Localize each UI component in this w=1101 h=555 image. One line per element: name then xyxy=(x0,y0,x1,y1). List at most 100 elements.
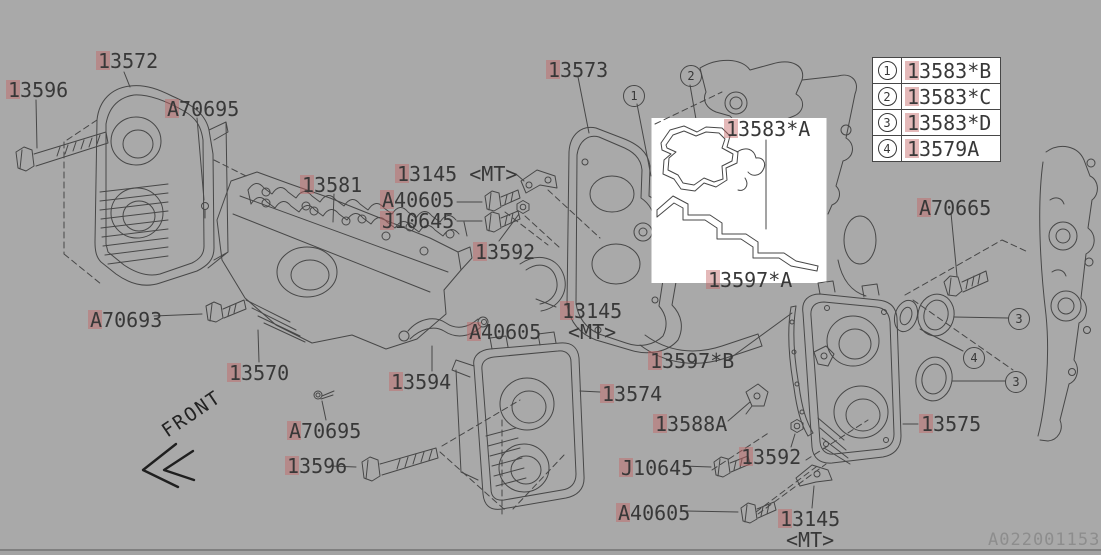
search-highlight xyxy=(706,270,720,289)
part-label[interactable]: 13575 xyxy=(919,414,981,434)
part-number-text: 13592 xyxy=(741,445,802,469)
part-label[interactable]: A40605 xyxy=(467,320,542,344)
legend-part-number: 13583*D xyxy=(907,110,992,135)
part-label[interactable]: 13596 xyxy=(285,456,347,476)
search-highlight xyxy=(473,242,487,261)
cover-13574-drawing xyxy=(451,257,601,510)
legend-part-number: 13579A xyxy=(907,136,980,161)
search-highlight xyxy=(96,51,110,70)
part-label-line2: <MT> xyxy=(568,320,617,344)
search-highlight xyxy=(300,175,314,194)
part-number-text: A40605 xyxy=(382,188,455,212)
part-label[interactable]: A70695 xyxy=(165,97,240,121)
drawing-number-watermark: A022001153 xyxy=(988,530,1101,550)
part-label[interactable]: J10645 xyxy=(380,211,454,231)
legend-callout-number: 4 xyxy=(877,139,897,158)
search-highlight xyxy=(389,372,403,391)
callout-number: 3 xyxy=(1008,308,1030,330)
part-label[interactable]: 13573 xyxy=(546,58,609,82)
part-label[interactable]: A40605 xyxy=(380,188,455,212)
part-label[interactable]: 13588A xyxy=(653,414,727,434)
search-highlight xyxy=(739,447,753,466)
part-number-text: A40605 xyxy=(469,320,542,344)
part-label[interactable]: 13583*A xyxy=(724,117,811,141)
part-label[interactable]: 13597*A xyxy=(706,270,792,290)
search-highlight xyxy=(380,211,394,230)
search-highlight xyxy=(6,80,20,99)
legend-part-cell: 13583*B xyxy=(902,58,991,83)
search-highlight xyxy=(648,351,662,370)
part-label-line2: <MT> xyxy=(786,528,835,552)
part-label[interactable]: A70693 xyxy=(88,308,163,332)
part-label[interactable]: 13145<MT> xyxy=(560,301,622,344)
legend-callout-number: 2 xyxy=(877,87,897,106)
pipe-13594-drawing xyxy=(398,316,489,372)
part-number-text: A70695 xyxy=(167,97,240,121)
part-number-text: J10645 xyxy=(621,456,694,480)
part-label[interactable]: A40605 xyxy=(616,501,691,525)
part-label[interactable]: 13592 xyxy=(473,242,535,262)
search-highlight xyxy=(905,61,919,80)
bottom-fasteners-drawing xyxy=(682,419,869,524)
search-highlight xyxy=(905,139,919,158)
part-label[interactable]: 13145 <MT> xyxy=(395,164,517,184)
part-label[interactable]: 13596 xyxy=(6,80,68,100)
search-highlight xyxy=(778,509,792,528)
part-number-text: A70693 xyxy=(90,308,163,332)
gasket-13581-drawing xyxy=(247,183,468,239)
callout-number: 2 xyxy=(680,65,702,87)
part-label[interactable]: 13592 xyxy=(739,445,802,469)
bolt-13596-top-drawing xyxy=(15,71,205,201)
legend-part-number: 13583*C xyxy=(907,84,992,109)
search-highlight xyxy=(88,310,102,329)
part-number-text: 13583*A xyxy=(726,117,811,141)
search-highlight xyxy=(616,503,630,522)
engine-outline-right-drawing xyxy=(1037,145,1098,442)
part-number-text: 13594 xyxy=(391,370,452,394)
search-highlight xyxy=(619,458,633,477)
legend-part-cell: 13579A xyxy=(902,136,979,161)
inset-gasket-panel xyxy=(651,91,827,283)
legend-callout-cell: 1 xyxy=(873,58,902,83)
part-label[interactable]: 13572 xyxy=(96,49,159,73)
search-highlight xyxy=(395,164,409,183)
search-highlight xyxy=(724,119,738,138)
part-label[interactable]: 13594 xyxy=(389,370,452,394)
part-label[interactable]: 13145<MT> xyxy=(778,507,841,552)
part-label[interactable]: 13574 xyxy=(600,382,663,406)
legend-part-cell: 13583*D xyxy=(902,110,991,135)
part-number-text: 13572 xyxy=(98,49,159,73)
legend-row[interactable]: 4 13579A xyxy=(873,136,1000,161)
part-number-text: 13597*B xyxy=(650,349,735,373)
search-highlight xyxy=(917,198,931,217)
part-label[interactable]: A70695 xyxy=(287,419,362,443)
part-number-text: 13145 xyxy=(780,507,841,531)
right-seals-drawing xyxy=(893,212,1029,402)
gasket-13597b-drawing xyxy=(727,305,835,437)
cover-13572-drawing xyxy=(63,85,247,286)
bolt-a70693-drawing xyxy=(153,299,247,323)
legend-row[interactable]: 2 13583*C xyxy=(873,84,1000,110)
search-highlight xyxy=(919,414,933,433)
part-label[interactable]: J10645 xyxy=(619,456,694,480)
part-number-text: 13581 xyxy=(302,173,363,197)
part-number-text: 13574 xyxy=(602,382,663,406)
search-highlight xyxy=(227,363,241,382)
top-fasteners-drawing xyxy=(456,169,601,249)
part-number-text: 13573 xyxy=(548,58,609,82)
legend-callout-cell: 2 xyxy=(873,84,902,109)
part-label[interactable]: 13570 xyxy=(227,363,289,383)
search-highlight xyxy=(546,60,560,79)
engine-outline-top-drawing xyxy=(699,59,877,297)
part-label[interactable]: 13597*B xyxy=(648,349,735,373)
part-label[interactable]: 13581 xyxy=(300,173,363,197)
part-number-text: A70695 xyxy=(289,419,362,443)
search-highlight xyxy=(380,190,394,209)
search-highlight xyxy=(285,456,299,475)
part-label[interactable]: A70665 xyxy=(917,198,991,218)
part-number-text: A40605 xyxy=(618,501,691,525)
search-highlight xyxy=(905,113,919,132)
